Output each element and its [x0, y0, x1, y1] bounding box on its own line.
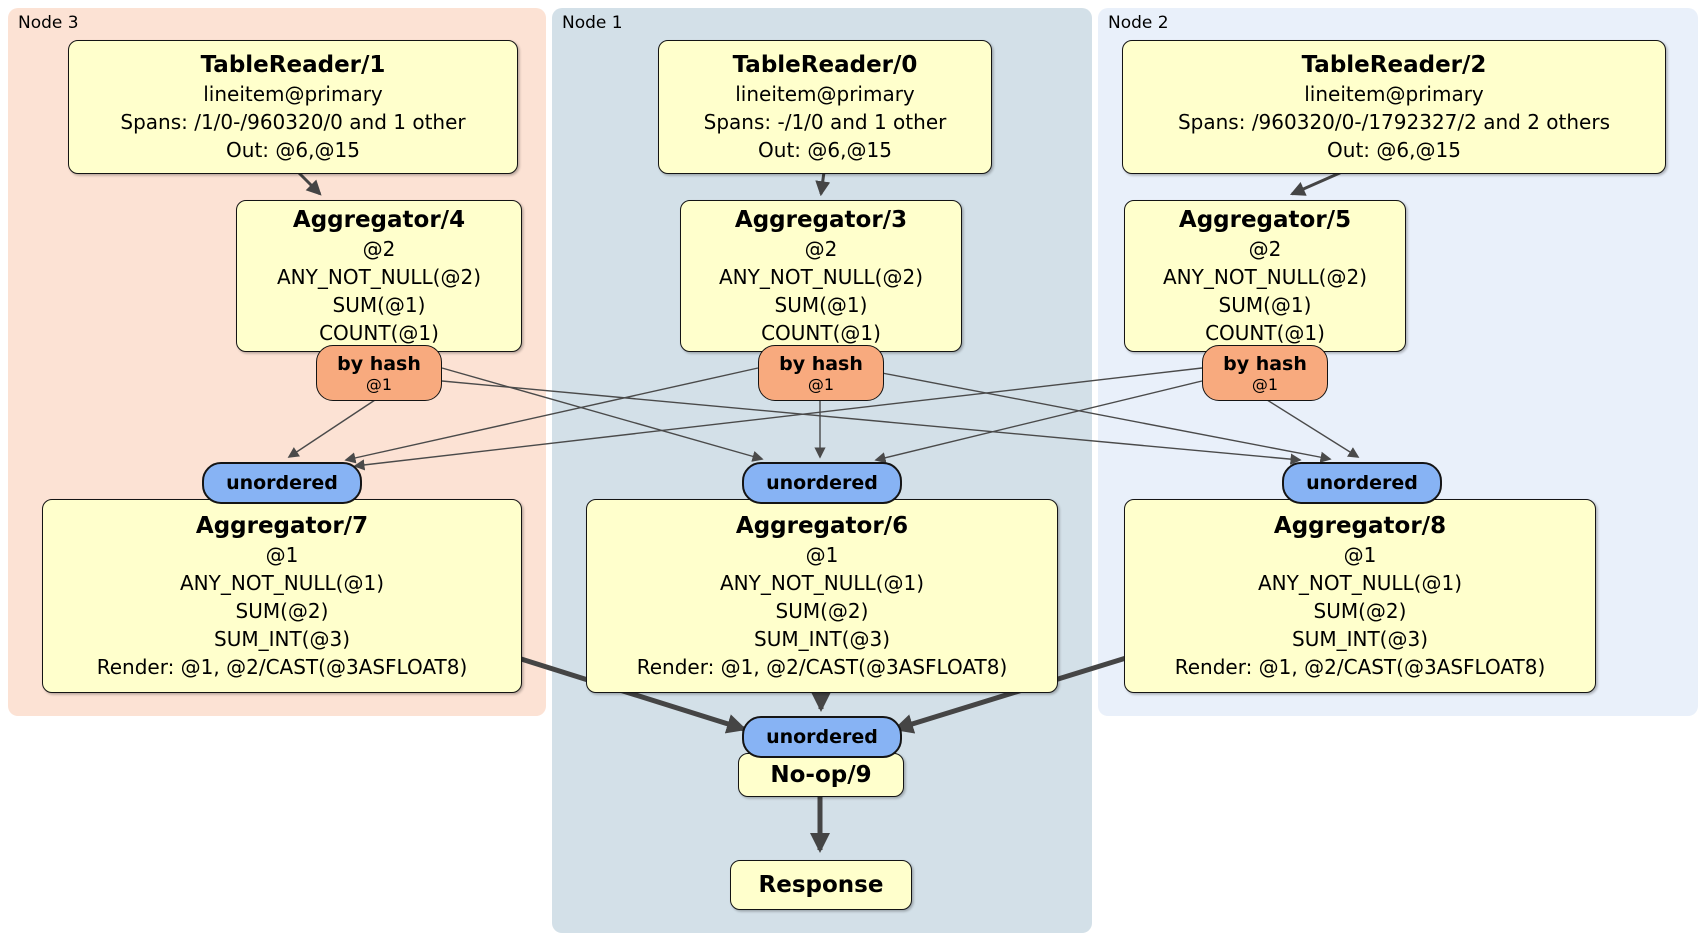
render-expr: Render: @1, @2/CAST(@3ASFLOAT8) — [96, 655, 468, 679]
processor-aggregator-7: Aggregator/7 @1 ANY_NOT_NULL(@1) SUM(@2)… — [42, 499, 522, 693]
processor-title: Aggregator/7 — [195, 513, 369, 539]
render-expr: Render: @1, @2/CAST(@3ASFLOAT8) — [636, 655, 1008, 679]
sync-unordered-node3: unordered — [202, 462, 362, 504]
agg-expr: SUM(@2) — [775, 599, 869, 623]
sync-label: unordered — [766, 472, 878, 494]
agg-expr: ANY_NOT_NULL(@2) — [719, 265, 923, 289]
group-by-columns: @2 — [1248, 237, 1282, 261]
router-by-hash-node2: by hash @1 — [1202, 345, 1328, 401]
edge-aggregator7-finalsync — [517, 655, 747, 734]
agg-expr: SUM_INT(@3) — [754, 627, 890, 651]
response-title: Response — [758, 872, 884, 898]
agg-expr: SUM(@1) — [774, 293, 868, 317]
processor-title: TableReader/2 — [1301, 52, 1487, 78]
edge-router4-sync8 — [441, 380, 1302, 465]
processor-index: lineitem@primary — [1304, 82, 1484, 106]
processor-title: No-op/9 — [770, 762, 872, 788]
agg-expr: SUM(@2) — [1313, 599, 1407, 623]
agg-expr: ANY_NOT_NULL(@1) — [720, 571, 924, 595]
node-3-label: Node 3 — [18, 13, 79, 33]
edge-router4-sync6 — [441, 367, 764, 462]
router-label: by hash — [1223, 352, 1307, 375]
router-by-hash-node1: by hash @1 — [758, 345, 884, 401]
agg-expr: ANY_NOT_NULL(@1) — [180, 571, 384, 595]
edge-tablereader0-aggregator3 — [815, 171, 831, 197]
sync-unordered-final: unordered — [742, 716, 902, 758]
processor-index: lineitem@primary — [735, 82, 915, 106]
edge-router5-sync7 — [353, 367, 1203, 471]
group-by-columns: @2 — [804, 237, 838, 261]
processor-out: Out: @6,@15 — [226, 138, 360, 162]
agg-expr: SUM(@2) — [235, 599, 329, 623]
processor-aggregator-4: Aggregator/4 @2 ANY_NOT_NULL(@2) SUM(@1)… — [236, 200, 522, 352]
processor-spans: Spans: /1/0-/960320/0 and 1 other — [120, 110, 466, 134]
processor-aggregator-3: Aggregator/3 @2 ANY_NOT_NULL(@2) SUM(@1)… — [680, 200, 962, 352]
render-expr: Render: @1, @2/CAST(@3ASFLOAT8) — [1174, 655, 1546, 679]
processor-title: Aggregator/4 — [292, 207, 466, 233]
processor-title: TableReader/1 — [200, 52, 386, 78]
processor-spans: Spans: -/1/0 and 1 other — [703, 110, 947, 134]
agg-expr: ANY_NOT_NULL(@2) — [1163, 265, 1367, 289]
edge-router3-sync8 — [881, 372, 1332, 463]
sync-unordered-node2: unordered — [1282, 462, 1442, 504]
processor-title: Aggregator/6 — [735, 513, 909, 539]
processor-tablereader-2: TableReader/2 lineitem@primary Spans: /9… — [1122, 40, 1666, 174]
processor-spans: Spans: /960320/0-/1792327/2 and 2 others — [1177, 110, 1610, 134]
router-key: @1 — [1251, 374, 1279, 394]
sync-label: unordered — [766, 726, 878, 748]
edge-aggregator8-finalsync — [893, 655, 1127, 734]
agg-expr: SUM_INT(@3) — [1292, 627, 1428, 651]
processor-tablereader-1: TableReader/1 lineitem@primary Spans: /1… — [68, 40, 518, 174]
agg-expr: SUM(@1) — [1218, 293, 1312, 317]
processor-aggregator-6: Aggregator/6 @1 ANY_NOT_NULL(@1) SUM(@2)… — [586, 499, 1058, 693]
agg-expr: COUNT(@1) — [319, 321, 439, 345]
agg-expr: COUNT(@1) — [761, 321, 881, 345]
agg-expr: ANY_NOT_NULL(@1) — [1258, 571, 1462, 595]
group-by-columns: @2 — [362, 237, 396, 261]
router-label: by hash — [779, 352, 863, 375]
router-by-hash-node3: by hash @1 — [316, 345, 442, 401]
edge-router3-sync7 — [344, 367, 759, 464]
router-key: @1 — [365, 374, 393, 394]
sync-label: unordered — [226, 472, 338, 494]
group-by-columns: @1 — [805, 543, 839, 567]
group-by-columns: @1 — [1343, 543, 1377, 567]
processor-tablereader-0: TableReader/0 lineitem@primary Spans: -/… — [658, 40, 992, 174]
edge-tablereader1-aggregator4 — [296, 170, 322, 196]
node-1-label: Node 1 — [562, 13, 623, 33]
agg-expr: SUM_INT(@3) — [214, 627, 350, 651]
processor-noop-9: No-op/9 — [738, 753, 904, 797]
agg-expr: ANY_NOT_NULL(@2) — [277, 265, 481, 289]
sync-unordered-node1: unordered — [742, 462, 902, 504]
processor-title: Aggregator/5 — [1178, 207, 1352, 233]
agg-expr: SUM(@1) — [332, 293, 426, 317]
processor-aggregator-5: Aggregator/5 @2 ANY_NOT_NULL(@2) SUM(@1)… — [1124, 200, 1406, 352]
agg-expr: COUNT(@1) — [1205, 321, 1325, 345]
processor-out: Out: @6,@15 — [1327, 138, 1461, 162]
router-key: @1 — [807, 374, 835, 394]
edge-tablereader2-aggregator5 — [1289, 170, 1343, 196]
sync-label: unordered — [1306, 472, 1418, 494]
edge-router4-sync7 — [287, 397, 379, 458]
processor-title: Aggregator/8 — [1273, 513, 1447, 539]
edge-router5-sync6 — [874, 380, 1203, 464]
processor-title: TableReader/0 — [732, 52, 918, 78]
processor-index: lineitem@primary — [203, 82, 383, 106]
node-2-label: Node 2 — [1108, 13, 1169, 33]
edge-router5-sync8 — [1263, 397, 1360, 458]
processor-title: Aggregator/3 — [734, 207, 908, 233]
router-label: by hash — [337, 352, 421, 375]
group-by-columns: @1 — [265, 543, 299, 567]
processor-out: Out: @6,@15 — [758, 138, 892, 162]
processor-aggregator-8: Aggregator/8 @1 ANY_NOT_NULL(@1) SUM(@2)… — [1124, 499, 1596, 693]
response-box: Response — [730, 860, 912, 910]
